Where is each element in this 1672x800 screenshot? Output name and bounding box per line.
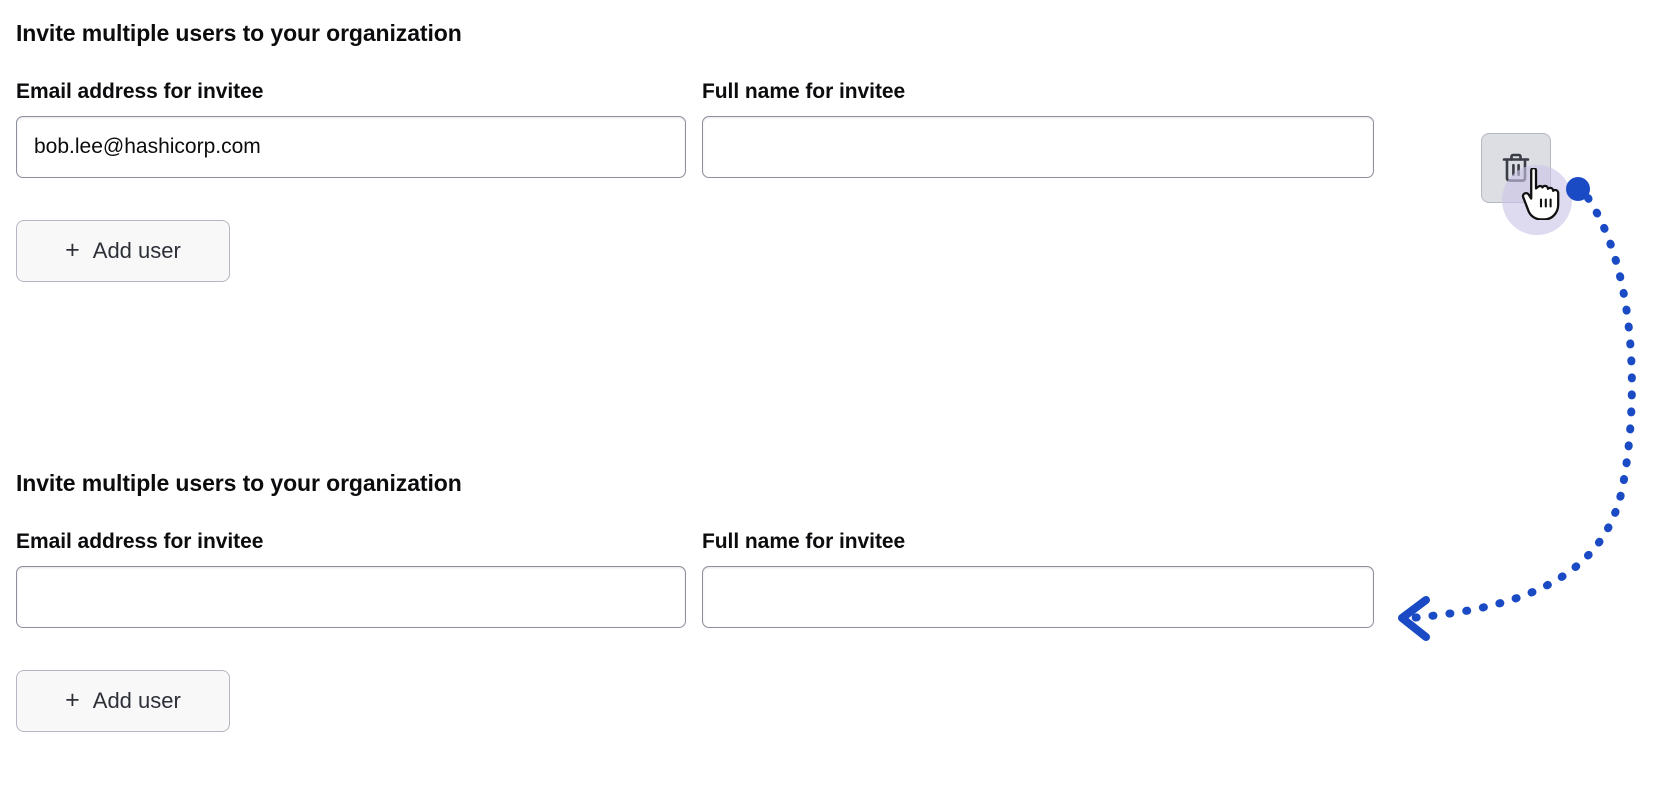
email-input-2[interactable] [16, 566, 686, 628]
plus-icon-2: + [65, 685, 80, 714]
fullname-field-label-2: Full name for invitee [702, 530, 906, 553]
email-field-group-2: Email address for invitee [16, 530, 686, 628]
add-user-button[interactable]: + Add user [16, 220, 230, 282]
fullname-input-2[interactable] [702, 566, 1374, 628]
email-field-label-2: Email address for invitee [16, 530, 264, 553]
fullname-field-group-2: Full name for invitee [702, 530, 1374, 628]
invitee-field-row: Email address for invitee Full name for … [0, 80, 1672, 190]
email-field-group: Email address for invitee [16, 80, 686, 178]
plus-icon: + [65, 235, 80, 264]
email-input[interactable] [16, 116, 686, 178]
invitee-field-row-2: Email address for invitee Full name for … [0, 530, 1672, 640]
page-title-2: Invite multiple users to your organizati… [16, 470, 462, 496]
fullname-field-group: Full name for invitee [702, 80, 1374, 178]
add-user-button-2[interactable]: + Add user [16, 670, 230, 732]
add-user-button-label-2: Add user [92, 688, 181, 713]
email-field-label: Email address for invitee [16, 80, 264, 103]
fullname-input[interactable] [702, 116, 1374, 178]
page-title: Invite multiple users to your organizati… [16, 20, 462, 46]
delete-invitee-button[interactable] [1481, 133, 1551, 203]
add-user-button-label: Add user [92, 238, 181, 263]
fullname-field-label: Full name for invitee [702, 80, 906, 103]
trash-icon [1500, 151, 1532, 185]
